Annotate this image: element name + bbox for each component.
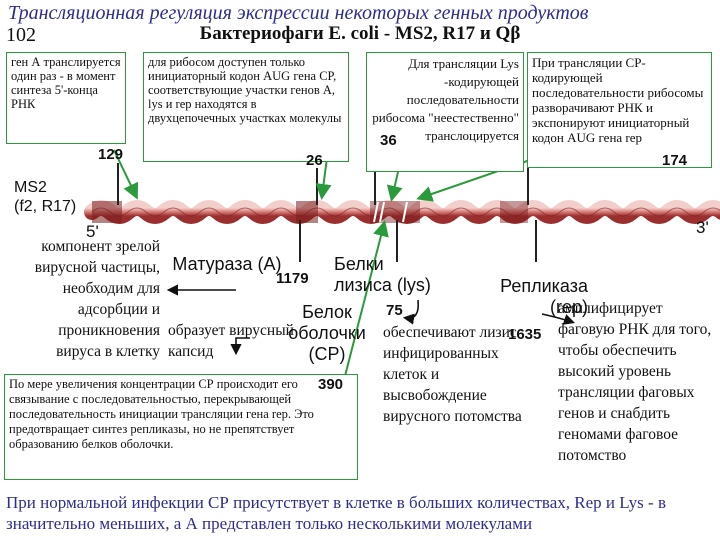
rna-label: MS2 (f2, R17) xyxy=(14,178,76,216)
rna-segment-a-cp xyxy=(296,201,318,223)
arrow-cp-protein xyxy=(344,220,389,377)
arrow-lys xyxy=(386,171,403,202)
cut-mark xyxy=(379,201,385,223)
arrow-coat xyxy=(230,337,250,356)
cut-mark xyxy=(402,201,408,223)
arrow-replicase xyxy=(541,313,576,325)
footer-note: При нормальной инфекции СР присутствует … xyxy=(6,493,666,533)
gene-a-note: ген А транслируется один раз - в момент … xyxy=(6,52,126,144)
rna-segment-5utr xyxy=(92,201,122,223)
function-replicase: амплифицирует фаговую РНК для того, чтоб… xyxy=(558,300,712,464)
protein-coat: Белок оболочки (CP) xyxy=(288,302,366,364)
arrow-gene-a xyxy=(113,149,139,200)
cp-region-note: При трансляции CP-кодирующей последовате… xyxy=(527,52,712,168)
rna-segment-rep-start xyxy=(500,201,528,223)
function-coat: образует вирусный капсид xyxy=(168,322,294,360)
lys-note: Для трансляции Lys -кодирующей последова… xyxy=(366,52,524,172)
rna-label-variants: (f2, R17) xyxy=(14,198,77,215)
page-title: Трансляционная регуляция экспрессии неко… xyxy=(8,2,589,24)
rna-label-name: MS2 xyxy=(14,179,47,196)
ribosome-note: для рибосом доступен только инициаторный… xyxy=(143,52,349,162)
position-75: 75 xyxy=(386,302,403,319)
position-36: 36 xyxy=(380,132,397,149)
protein-replicase: Репликаза (rep) xyxy=(500,276,588,317)
position-1179: 1179 xyxy=(276,270,309,287)
position-129: 129 xyxy=(98,146,124,163)
position-390: 390 xyxy=(318,376,344,393)
position-174: 174 xyxy=(662,152,688,169)
page-subtitle: Бактериофаги E. coli - MS2, R17 и Qβ xyxy=(199,23,521,44)
function-lysis: обеспечивают лизис инфицированных клеток… xyxy=(383,324,522,425)
rna-3-end: 3' xyxy=(696,218,709,237)
function-maturase: компонент зрелой вирусной частицы, необх… xyxy=(34,238,160,360)
rna-5-end: 5' xyxy=(86,222,99,241)
arrow-lysis xyxy=(402,299,420,325)
protein-maturase: Матураза (A) xyxy=(172,254,282,274)
position-26: 26 xyxy=(306,152,323,169)
cut-mark xyxy=(373,201,379,223)
cp-protein-note: По мере увеличения концентрации СР проис… xyxy=(4,374,358,480)
position-1635: 1635 xyxy=(508,326,542,343)
page-number: 102 xyxy=(6,24,36,46)
protein-lysis: Белки лизиса (lys) xyxy=(334,254,431,295)
